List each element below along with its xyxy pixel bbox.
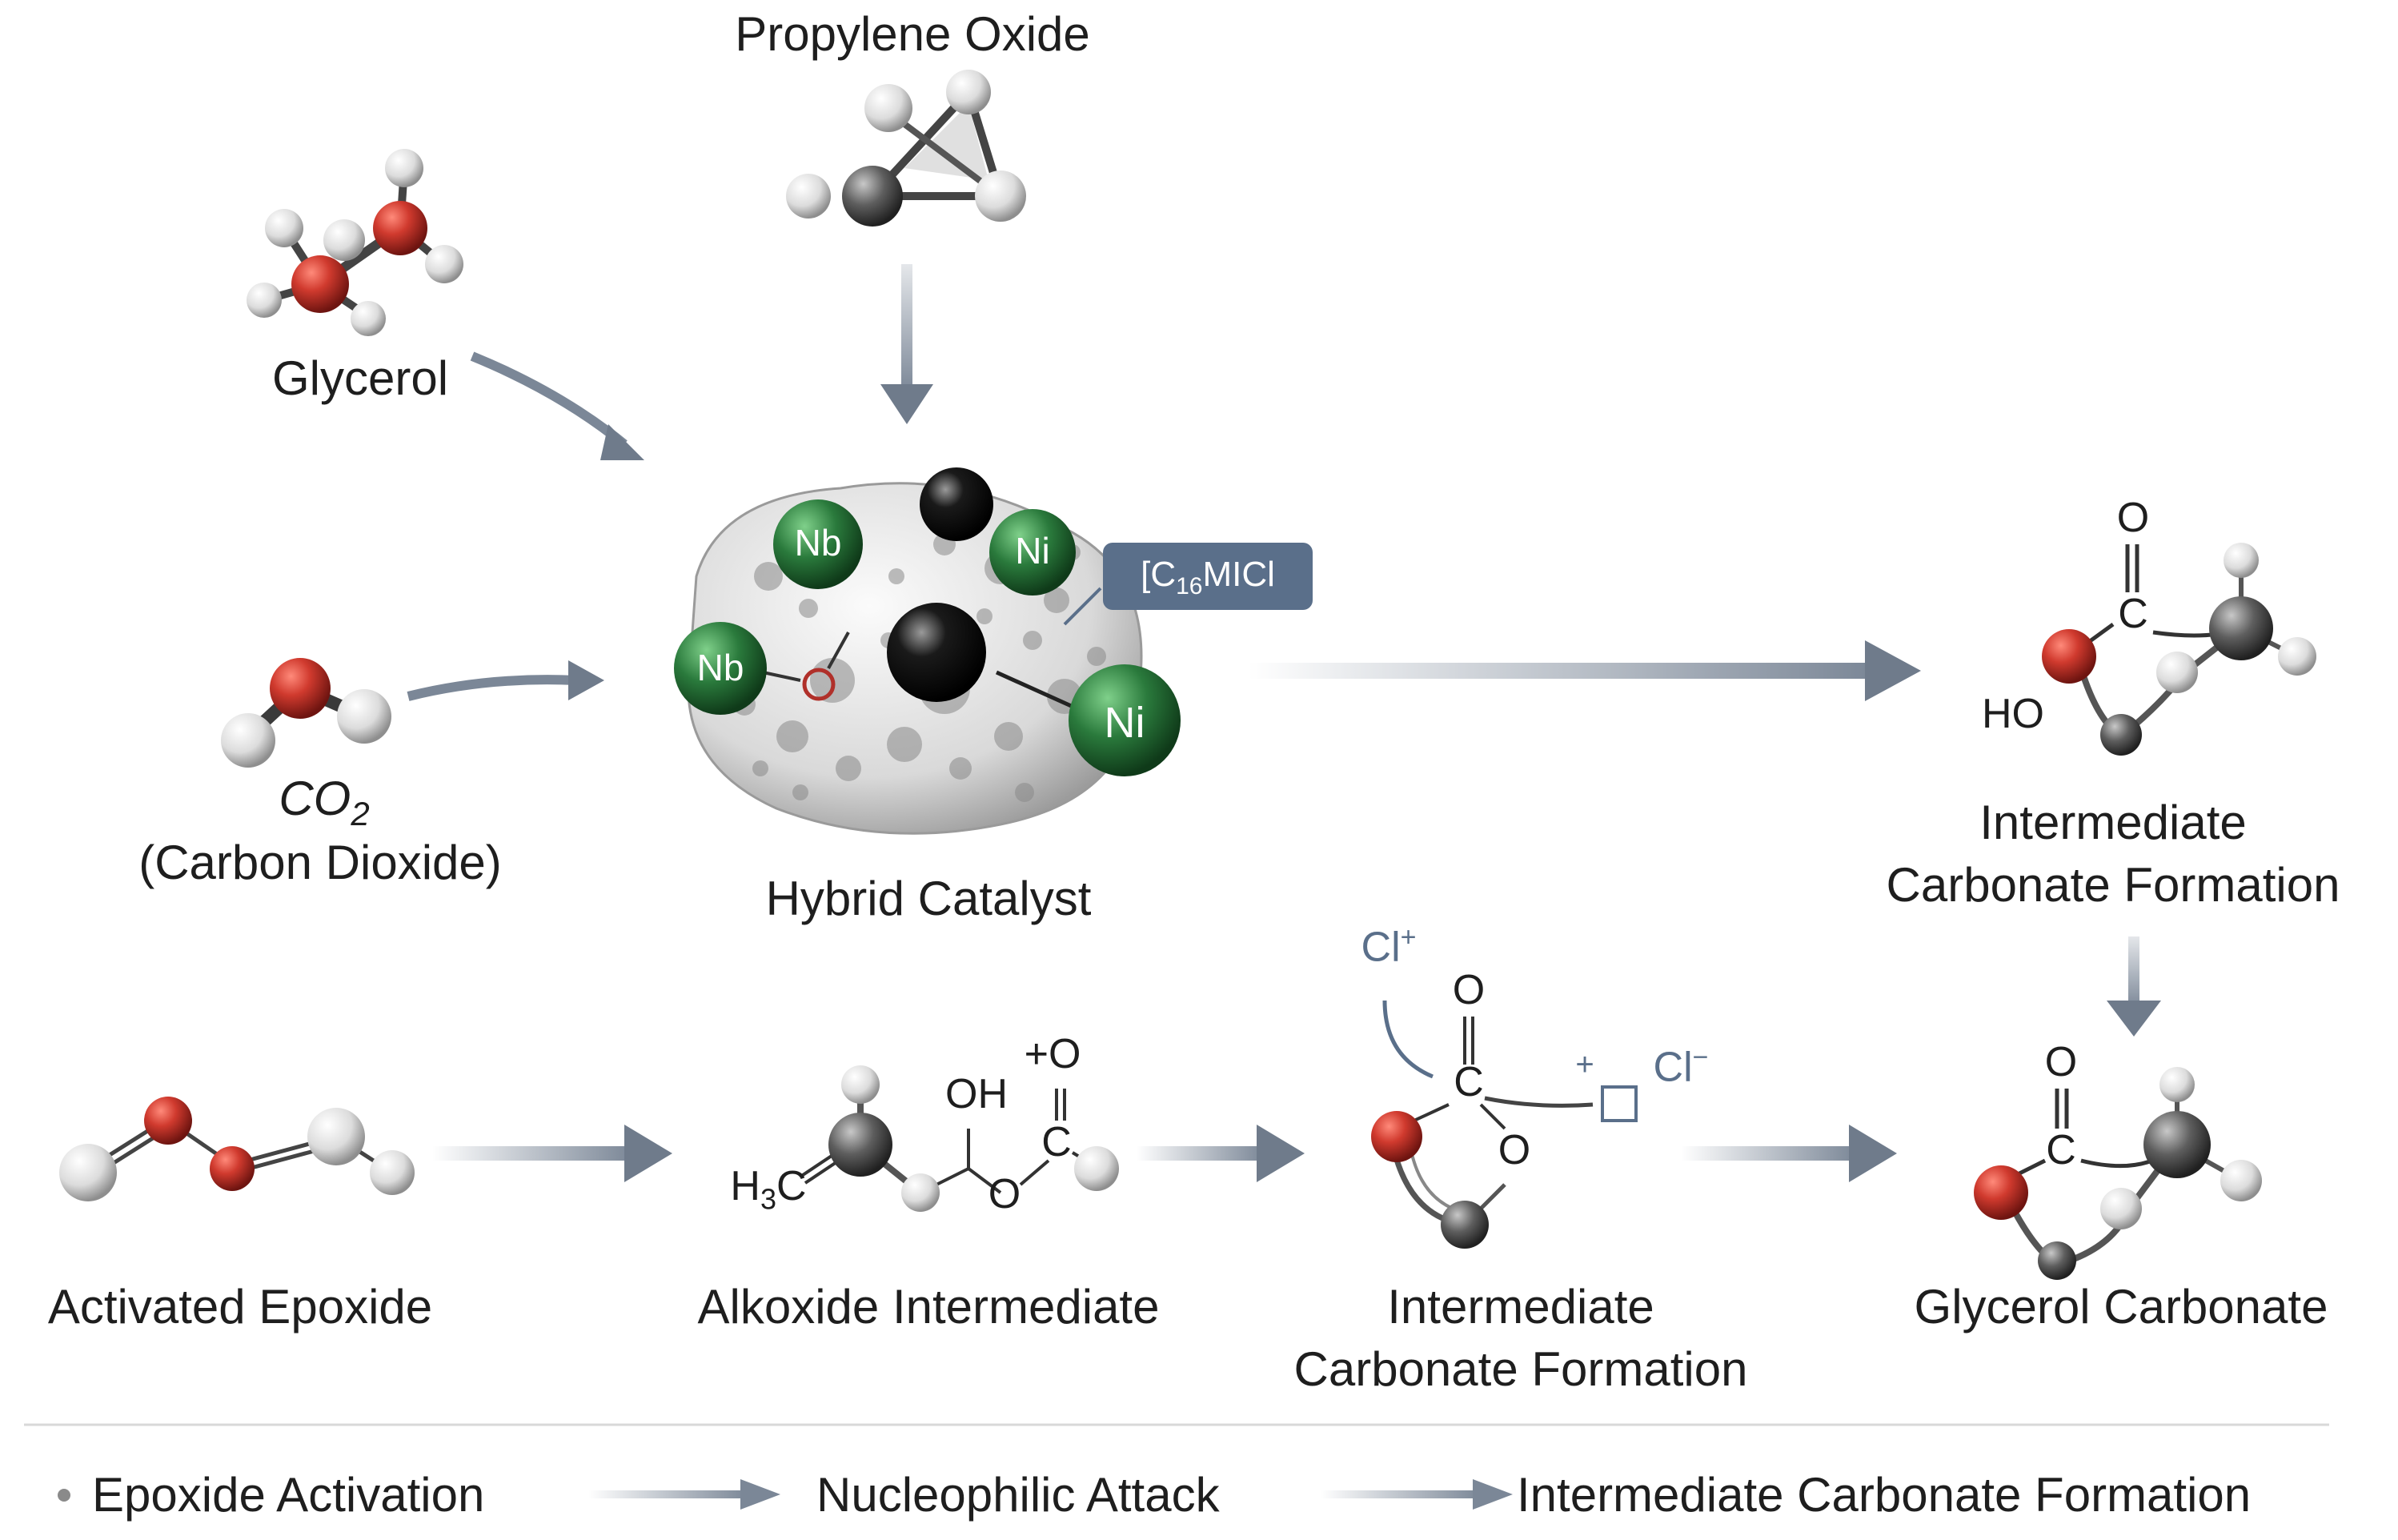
ionic-liquid-label-box	[1103, 543, 1313, 610]
bottom-arrow-1-shaft	[432, 1146, 632, 1161]
glycerol-carbonate-o-label: O	[2044, 1039, 2078, 1085]
cl-minus-text: Cl	[1653, 1044, 1693, 1091]
label-glycerol-carbonate: Glycerol Carbonate	[1914, 1280, 2328, 1333]
footer-arrow-1-head	[740, 1479, 780, 1510]
arrow-glycerol-head	[600, 424, 644, 460]
arrow-propylene-to-catalyst-shaft	[901, 264, 912, 392]
arrow-down-shaft	[2128, 936, 2139, 1009]
glycerol-carbonate-c-label: C	[2046, 1127, 2076, 1173]
arrow-co2-to-catalyst	[407, 675, 577, 701]
label-co2-name: (Carbon Dioxide)	[138, 836, 502, 889]
arrow-co2-head	[568, 660, 604, 700]
footer-arrow-2-shaft	[1321, 1490, 1481, 1498]
main-arrow-shaft	[1249, 663, 1873, 679]
footer-step-epoxide-activation: Epoxide Activation	[92, 1468, 485, 1522]
bottom-intermediate-c: C	[1454, 1059, 1484, 1105]
ionic-liquid-suffix: MICl	[1202, 555, 1275, 594]
bottom-arrow-3-shaft	[1681, 1146, 1857, 1161]
atom-ni-1: Ni	[1015, 530, 1050, 571]
h3c-sub: 3	[760, 1182, 777, 1216]
co2-sub: 2	[351, 795, 370, 832]
label-hybrid-catalyst: Hybrid Catalyst	[765, 872, 1092, 925]
atom-nb-2: Nb	[696, 647, 744, 688]
bottom-arrow-1-head	[624, 1125, 672, 1182]
ionic-liquid-prefix: [C	[1141, 555, 1177, 594]
hybrid-catalyst-particle	[674, 467, 1181, 835]
footer-arrow-1-shaft	[588, 1490, 748, 1498]
bottom-arrow-3-head	[1849, 1125, 1897, 1182]
co2-molecule	[221, 658, 391, 768]
top-molecule-o-label: O	[2116, 495, 2150, 541]
propylene-oxide-molecule	[786, 70, 1026, 227]
label-glycerol: Glycerol	[271, 351, 449, 405]
bottom-intermediate-molecule	[1371, 1000, 1638, 1249]
cl-plus-sup: +	[1400, 922, 1417, 952]
alkoxide-plus-o-label: +O	[1024, 1031, 1081, 1077]
label-activated-epoxide: Activated Epoxide	[47, 1280, 433, 1333]
arrow-glycerol-to-catalyst	[470, 351, 628, 448]
alkoxide-c-label: C	[1041, 1119, 1072, 1165]
label-top-intermediate-line1: Intermediate	[1979, 796, 2247, 849]
bottom-arrow-2-head	[1257, 1125, 1305, 1182]
label-propylene-oxide: Propylene Oxide	[735, 7, 1090, 61]
cl-minus-sup: −	[1692, 1042, 1709, 1073]
co2-main: CO	[279, 772, 351, 825]
footer-step-nucleophilic-attack: Nucleophilic Attack	[816, 1468, 1220, 1522]
cl-plus-text: Cl	[1361, 924, 1401, 971]
glycerol-molecule	[247, 149, 463, 336]
label-co2-formula: CO2	[240, 768, 408, 836]
label-alkoxide-intermediate: Alkoxide Intermediate	[697, 1280, 1160, 1333]
footer-bullet	[58, 1489, 70, 1502]
cl-plus-label: Cl+	[1345, 920, 1433, 973]
glycerol-carbonate-molecule	[1974, 1067, 2262, 1280]
label-ionic-liquid: [C16MICl	[1103, 552, 1313, 601]
arrow-down-head	[2107, 1001, 2161, 1037]
arrow-propylene-to-catalyst-head	[880, 384, 933, 424]
cl-minus-label: Cl−	[1633, 1041, 1729, 1093]
top-molecule-c-label: C	[2118, 591, 2148, 637]
h3c-c: C	[776, 1163, 807, 1209]
alkoxide-h3c-label: H3C	[720, 1161, 816, 1217]
bottom-intermediate-o-ring: O	[1498, 1127, 1531, 1173]
alkoxide-intermediate-molecule	[799, 1065, 1119, 1212]
bottom-intermediate-o-top: O	[1452, 967, 1486, 1013]
bottom-arrow-2-shaft	[1137, 1146, 1265, 1161]
top-molecule-ho-label: HO	[1982, 691, 2044, 737]
ionic-liquid-sub: 16	[1176, 572, 1203, 600]
activated-epoxide-molecule	[59, 1097, 415, 1201]
main-arrow-head	[1865, 640, 1921, 701]
footer-step-intermediate-carbonate: Intermediate Carbonate Formation	[1517, 1468, 2252, 1522]
bottom-intermediate-plus: +	[1575, 1047, 1594, 1082]
top-intermediate-molecule	[2042, 543, 2316, 756]
atom-nb-1: Nb	[794, 522, 842, 563]
label-top-intermediate-line2: Carbonate Formation	[1886, 858, 2340, 912]
alkoxide-oh-label: OH	[945, 1071, 1008, 1117]
label-bottom-intermediate-line1: Intermediate	[1387, 1280, 1654, 1333]
alkoxide-o-label: O	[988, 1171, 1021, 1217]
atom-ni-2: Ni	[1104, 699, 1145, 747]
label-bottom-intermediate-line2: Carbonate Formation	[1293, 1342, 1748, 1396]
h3c-h: H	[730, 1163, 760, 1209]
footer-arrow-2-head	[1473, 1479, 1513, 1510]
